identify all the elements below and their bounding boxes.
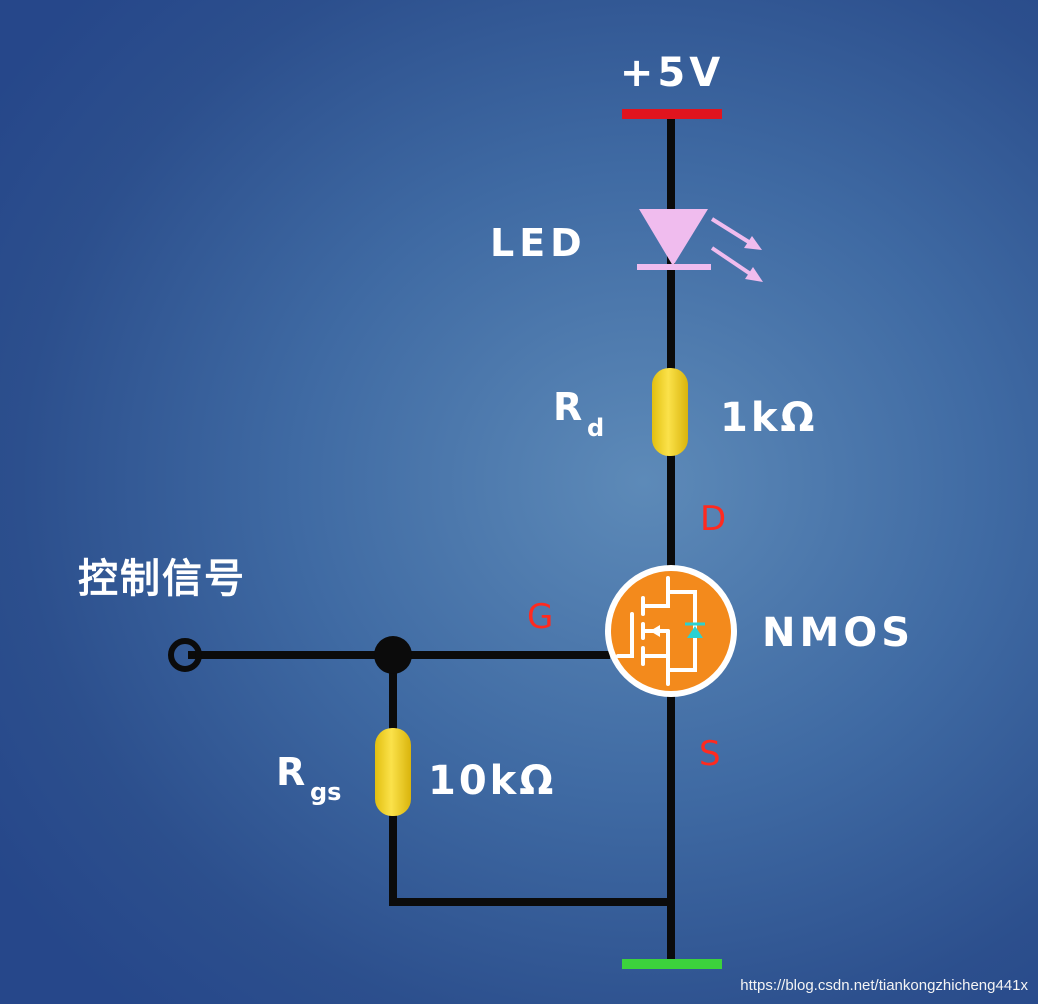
source-pin-label: S <box>699 734 721 774</box>
rgs-name: R <box>276 750 305 794</box>
rgs-value: 10kΩ <box>428 758 556 804</box>
transistor-label: NMOS <box>762 610 914 656</box>
wires <box>188 111 675 966</box>
resistor-rgs <box>375 728 411 816</box>
gate-pin-label: G <box>527 597 553 637</box>
ground-rail <box>622 959 722 969</box>
led-label: LED <box>490 221 587 265</box>
wire-rgs-to-source <box>389 806 675 906</box>
rd-subscript: d <box>587 414 604 442</box>
control-signal-label: 控制信号 <box>78 556 246 602</box>
nmos-transistor-icon <box>605 565 737 697</box>
input-terminal <box>168 638 202 672</box>
drain-pin-label: D <box>700 499 726 539</box>
rd-name: R <box>553 385 582 429</box>
resistor-rd <box>652 368 688 456</box>
rgs-subscript: gs <box>310 778 341 806</box>
supply-rail <box>622 109 722 119</box>
rd-value: 1kΩ <box>720 395 817 441</box>
junction-dot <box>374 636 412 674</box>
supply-label: +5V <box>620 50 724 96</box>
led-icon <box>637 209 763 282</box>
watermark-url: https://blog.csdn.net/tiankongzhicheng44… <box>740 977 1028 994</box>
